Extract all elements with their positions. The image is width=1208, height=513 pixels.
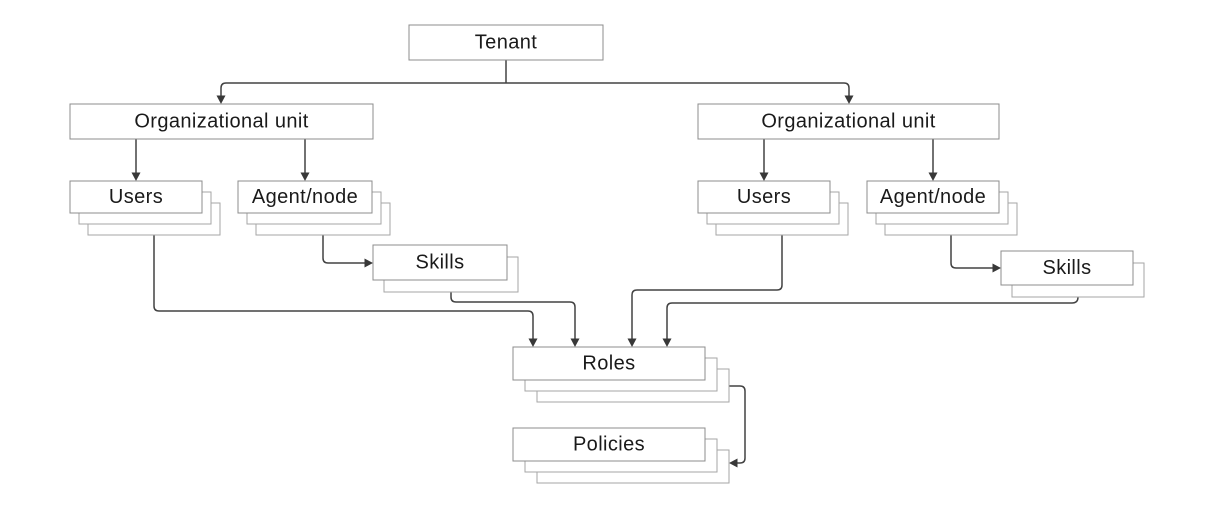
arrowhead-down-icon [216,95,226,104]
edge-agent-right-to-skills-right [950,235,1001,273]
users-left-box [69,180,203,214]
edge-users-right-to-roles [627,235,783,347]
arrowhead-down-icon [662,338,672,347]
node-agent-node-left: Agent/node [237,180,391,236]
node-agent-node-right: Agent/node [866,180,1018,236]
edge-line [717,385,746,464]
node-roles: Roles [512,346,730,403]
node-tenant: Tenant [408,24,604,61]
agent-left-box [237,180,373,214]
edge-skills-left-to-roles [450,292,580,347]
edge-agent-left-to-skills-left [322,235,373,268]
arrowhead-down-icon [759,172,769,181]
ou-left-label: Organizational unit [134,111,308,133]
agent-right-label: Agent/node [880,186,986,208]
agent-left-label: Agent/node [252,186,358,208]
node-skills-right: Skills [1000,250,1145,298]
users-right-label: Users [737,186,791,208]
roles-box [512,346,706,381]
edge-skills-right-to-roles [662,296,1079,347]
edge-line [322,235,365,264]
arrowhead-down-icon [844,95,854,104]
edge-line [450,292,576,339]
arrowhead-down-icon [570,338,580,347]
arrowhead-down-icon [928,172,938,181]
ou-right-box [697,103,1000,140]
edge-line [666,296,1079,339]
ou-left-box [69,103,374,140]
arrowhead-left-icon [729,458,738,468]
edge-line [506,82,850,96]
agent-right-box [866,180,1000,214]
policies-label: Policies [573,434,645,456]
edge-users-left-to-roles [153,235,538,347]
node-organizational-unit-right: Organizational unit [697,103,1000,140]
tenant-label: Tenant [475,32,537,54]
node-policies: Policies [512,427,730,484]
edge-roles-to-policies [717,385,746,468]
edge-tenant-to-ou-right [506,82,854,104]
roles-label: Roles [582,353,635,375]
node-skills-left: Skills [372,244,519,293]
edge-ou-left-to-agent-left [300,139,310,181]
node-users-left: Users [69,180,221,236]
skills-left-label: Skills [415,252,464,274]
ou-right-label: Organizational unit [761,111,935,133]
skills-right-label: Skills [1042,257,1091,279]
arrowhead-down-icon [528,338,538,347]
skills-left-box [372,244,508,281]
arrowhead-down-icon [131,172,141,181]
node-organizational-unit-left: Organizational unit [69,103,374,140]
arrowhead-down-icon [300,172,310,181]
users-right-box [697,180,831,214]
arrowhead-right-icon [364,258,373,268]
node-users-right: Users [697,180,849,236]
arrowhead-down-icon [627,338,637,347]
edge-tenant-to-ou-left [216,82,506,104]
edge-ou-right-to-users-right [759,139,769,181]
edge-ou-right-to-agent-right [928,139,938,181]
tenant-box [408,24,604,61]
arrowhead-right-icon [992,263,1001,273]
users-left-label: Users [109,186,163,208]
edge-ou-left-to-users-left [131,139,141,181]
edge-line [631,235,783,339]
policies-box [512,427,706,462]
edge-line [220,82,506,96]
edge-line [153,235,534,339]
edge-line [950,235,993,269]
skills-right-box [1000,250,1134,286]
